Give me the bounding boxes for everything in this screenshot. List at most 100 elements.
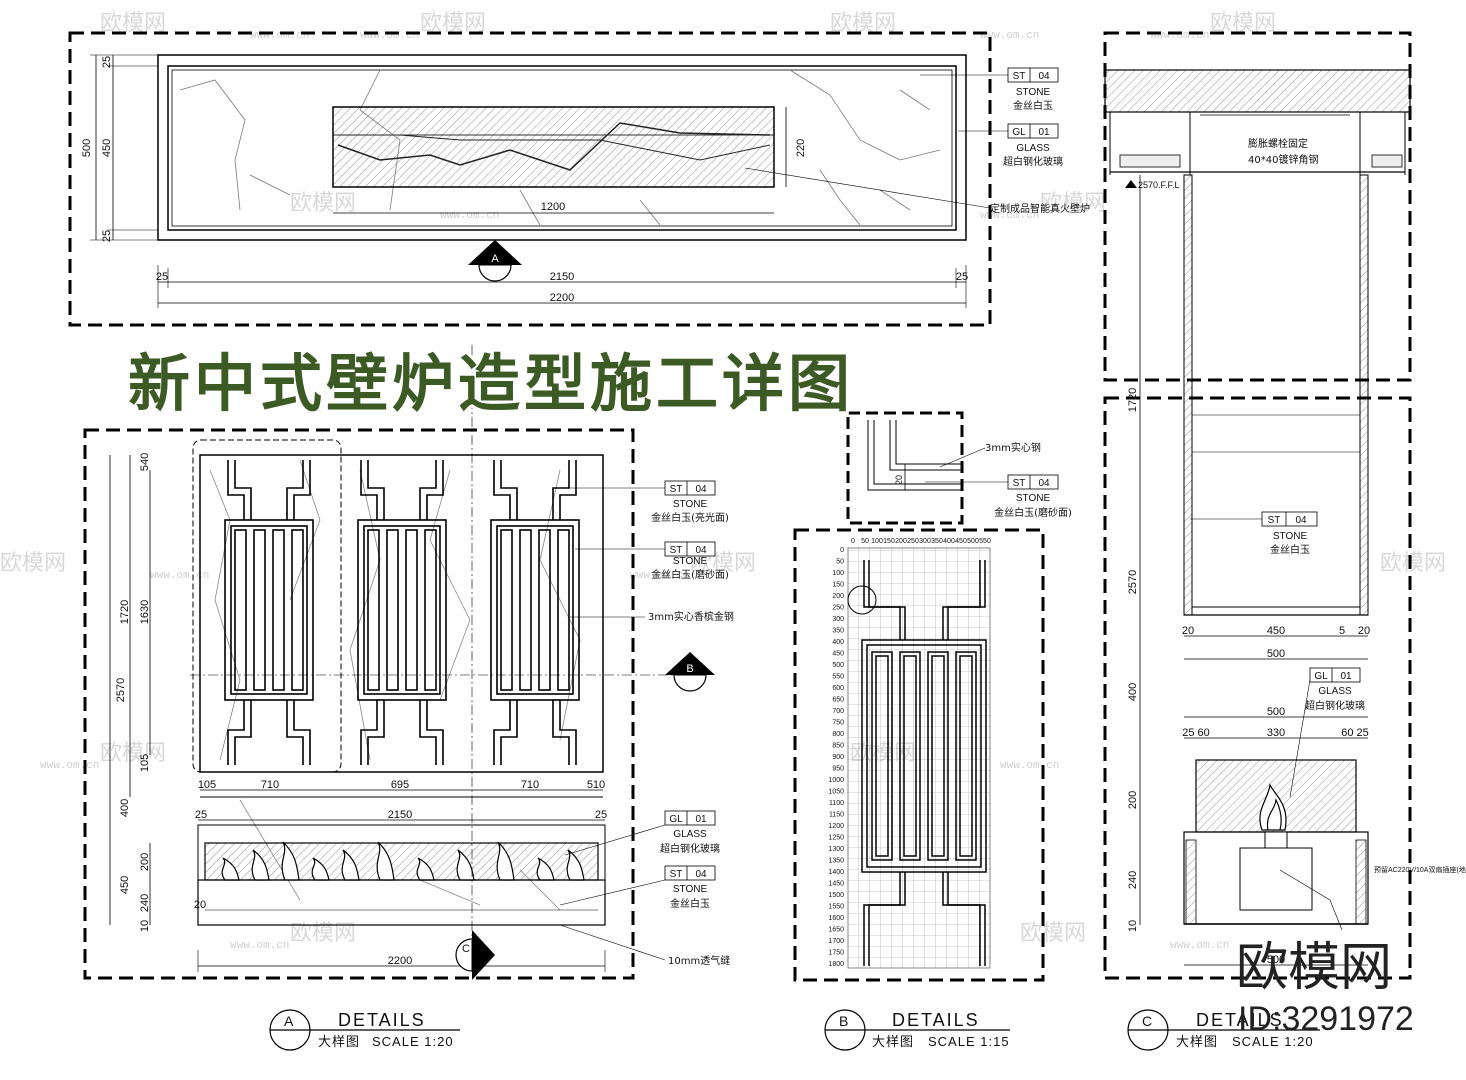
b-grid-y-label: 250 xyxy=(832,605,844,612)
a-dim-w25b: 25 xyxy=(595,809,607,821)
b-tag-type: STONE xyxy=(1016,493,1051,504)
a-note-gap: 10mm透气缝 xyxy=(668,954,730,967)
b-grid-x-label: 100 xyxy=(871,538,883,545)
a-tag2-code: ST xyxy=(670,545,683,556)
b-grid-x-label: 150 xyxy=(883,538,895,545)
caption-a-sub: 大样图 xyxy=(318,1034,360,1049)
caption-a-letter: A xyxy=(284,1013,295,1029)
b-grid-y-label: 1050 xyxy=(828,789,844,796)
b-grid-y-label: 1650 xyxy=(828,927,844,934)
caption-c-letter: C xyxy=(1142,1013,1154,1029)
top-dim-h-edge-top: 25 xyxy=(101,56,113,68)
watermark-url: www.om.cn xyxy=(250,30,309,42)
b-grid-y-label: 200 xyxy=(832,593,844,600)
a-dim-10: 10 xyxy=(139,920,151,932)
c-tag1-desc: 金丝白玉 xyxy=(1270,543,1310,556)
a-tag-stone-matte: ST 04 STONE 金丝白玉(磨砂面) xyxy=(575,541,729,581)
section-marker-a[interactable]: A xyxy=(468,240,522,282)
a-dim-1720: 1720 xyxy=(119,600,131,624)
a-tag-stone-gloss: ST 04 STONE 金丝白玉(亮光面) xyxy=(560,480,729,524)
a-dim-240: 240 xyxy=(139,894,151,912)
a-dim-w2150: 2150 xyxy=(388,809,412,821)
a-tag3-num: 01 xyxy=(695,814,707,825)
watermark-text: 欧模网 xyxy=(1020,921,1086,946)
a-dim-total-h: 2570 xyxy=(115,678,127,702)
caption-b: B DETAILS 大样图 SCALE 1:15 xyxy=(824,1009,1010,1051)
a-dim-w695: 695 xyxy=(391,779,409,791)
top-tag-stone: ST 04 STONE 金丝白玉 xyxy=(920,67,1059,112)
b-grid-y-label: 700 xyxy=(832,708,844,715)
section-marker-c[interactable]: C xyxy=(455,930,495,980)
c-dim-w5: 5 xyxy=(1339,625,1345,637)
b-grid-y-label: 1750 xyxy=(828,950,844,957)
watermark-text: 欧模网 xyxy=(1380,551,1446,576)
c-tag1-code: ST xyxy=(1268,515,1281,526)
a-dim-450: 450 xyxy=(119,876,131,894)
top-note-fireplace: 定制成品智能真火壁炉 xyxy=(990,202,1090,215)
b-lattice xyxy=(861,560,987,966)
a-dim-w710a: 710 xyxy=(261,779,279,791)
c-tag2-num: 01 xyxy=(1340,671,1352,682)
b-grid-x-label: 550 xyxy=(979,538,991,545)
lattice-panels xyxy=(224,460,580,765)
top-dim-h-mid: 450 xyxy=(101,139,113,157)
b-grid-x-label: 450 xyxy=(955,538,967,545)
brand-id: ID:3291972 xyxy=(1238,1000,1414,1038)
a-dim-400: 400 xyxy=(119,799,131,817)
top-plan-view: 500 450 25 25 220 1200 25 25 2150 2200 A xyxy=(68,31,1090,327)
b-grid-y-label: 850 xyxy=(832,743,844,750)
b-grid-y-label: 1300 xyxy=(828,846,844,853)
a-dim-1630: 1630 xyxy=(139,600,151,624)
caption-b-sub: 大样图 xyxy=(872,1034,914,1049)
c-note-socket: 预留AC220V/10A双扇插座(地面) xyxy=(1374,865,1466,874)
c-tag-stone: ST 04 STONE 金丝白玉 xyxy=(1190,511,1318,556)
b-grid-y-labels: 0501001502002503003504004505005506006507… xyxy=(828,547,844,968)
b-grid-y-label: 50 xyxy=(836,559,844,566)
section-marker-b[interactable]: B xyxy=(665,652,715,692)
b-grid-y-label: 1150 xyxy=(829,812,844,819)
a-dim-w25a: 25 xyxy=(195,809,207,821)
b-grid-y-label: 400 xyxy=(832,639,844,646)
b-grid-y-label: 900 xyxy=(832,754,844,761)
top-dim-glass-w: 1200 xyxy=(541,201,565,213)
b-grid-y-label: 1400 xyxy=(828,869,844,876)
top-dim-w-inner: 2150 xyxy=(550,271,574,283)
b-grid-y-label: 150 xyxy=(832,582,844,589)
caption-c: C DETAILS 大样图 SCALE 1:20 xyxy=(1127,1009,1320,1051)
watermark-text: 欧模网 xyxy=(830,11,896,36)
watermark-url: www.om.cn xyxy=(230,940,289,952)
b-grid-y-label: 1550 xyxy=(828,904,844,911)
watermark-url: www.om.cn xyxy=(440,210,499,222)
top-dim-edge-right: 25 xyxy=(956,271,968,283)
b-grid-y-label: 0 xyxy=(840,547,844,554)
b-note-steel: 3mm实心钢 xyxy=(985,441,1041,454)
a-tag4-type: STONE xyxy=(673,884,708,895)
a-dim-w510: 510 xyxy=(587,779,605,791)
b-grid-x-label: 500 xyxy=(967,538,979,545)
b-grid-x-label: 0 xyxy=(851,538,855,545)
c-tag2-code: GL xyxy=(1314,671,1328,682)
b-grid-y-label: 550 xyxy=(832,674,844,681)
section-view-c: 膨胀螺栓固定 40*40镀锌角钢 2570.F.F.L 1720 2570 40… xyxy=(1103,31,1466,980)
c-note-steel: 40*40镀锌角钢 xyxy=(1248,153,1318,166)
b-grid-y-label: 300 xyxy=(832,616,844,623)
a-dim-200: 200 xyxy=(139,853,151,871)
b-grid-y-label: 1700 xyxy=(828,938,844,945)
a-dim-w2200: 2200 xyxy=(388,955,412,967)
caption-a-scale: SCALE 1:20 xyxy=(372,1034,454,1049)
a-tag3-type: GLASS xyxy=(673,829,707,840)
top-tag-glass-desc: 超白钢化玻璃 xyxy=(1003,155,1063,168)
c-dim-w60-25: 60 25 xyxy=(1341,727,1369,739)
a-tag1-code: ST xyxy=(670,484,683,495)
c-dim-w450: 450 xyxy=(1267,625,1285,637)
c-level: 2570.F.F.L xyxy=(1138,180,1180,190)
caption-a-title: DETAILS xyxy=(338,1010,426,1030)
b-grid-x-label: 350 xyxy=(931,538,943,545)
b-grid-y-label: 1000 xyxy=(828,777,844,784)
b-grid-y-label: 1250 xyxy=(828,835,844,842)
c-dim-10: 10 xyxy=(1127,920,1139,932)
b-grid-y-label: 500 xyxy=(832,662,844,669)
